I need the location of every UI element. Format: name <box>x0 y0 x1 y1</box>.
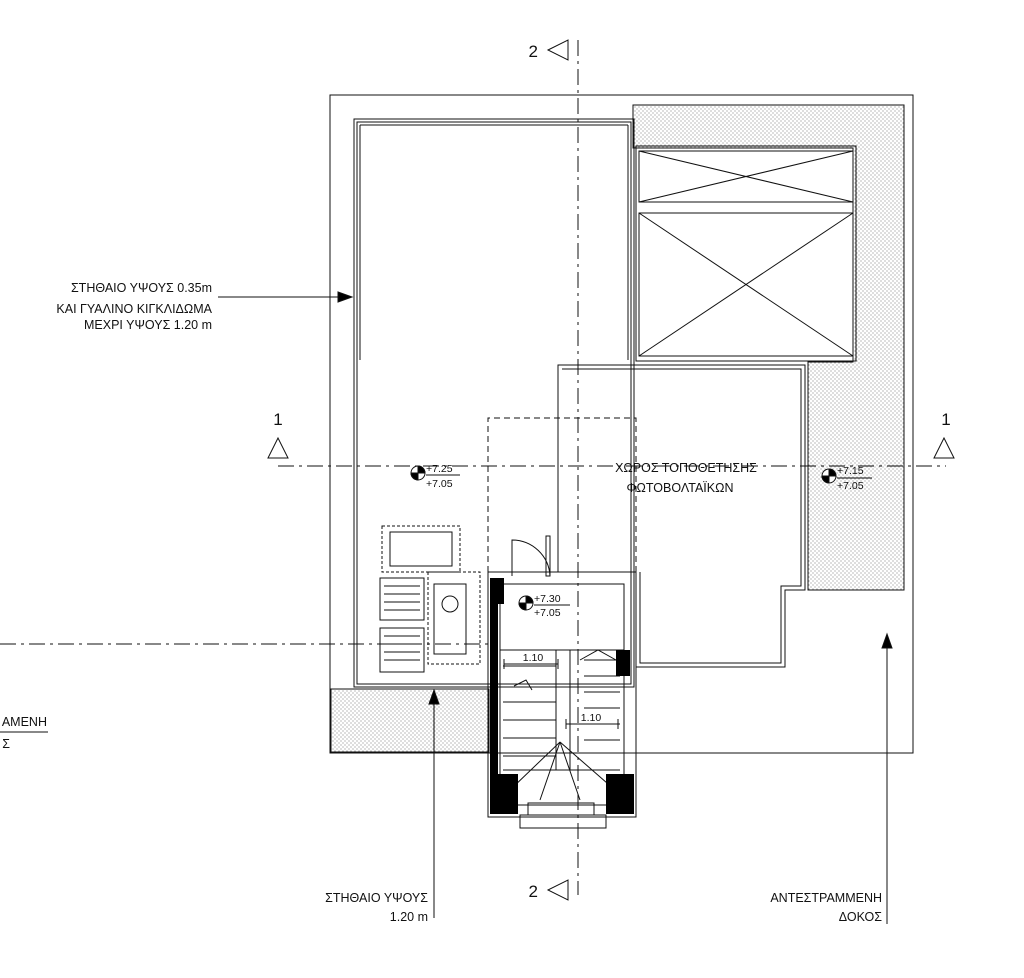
stairwell <box>487 571 637 818</box>
level-terrace-top: +7.25 <box>426 463 453 475</box>
annotation-parapet-bottom-1: ΣΤΗΘΑΙΟ ΥΨΟΥΣ <box>325 891 428 905</box>
section-2-top-arrow <box>546 39 569 61</box>
pv-area <box>557 364 806 668</box>
dimension-label-b: 1.10 <box>581 712 602 724</box>
annotation-beam-right-1: ΑΝΤΕΣΤΡΑΜΜΕΝΗ <box>770 891 882 905</box>
annotation-beam-left-1: ΑΜΕΝΗ <box>2 715 47 729</box>
stair-treads <box>500 649 624 801</box>
section-2-bottom-arrow <box>546 879 569 901</box>
annotation-beam-right-2: ΔΟΚΟΣ <box>839 910 882 924</box>
pv-area-label-1: ΧΩΡΟΣ ΤΟΠΟΘΕΤΗΣΗΣ <box>615 461 757 475</box>
annotation-beam-left-2: Σ <box>2 737 10 751</box>
level-pv-top: +7.15 <box>837 465 864 477</box>
level-marker-pv <box>821 468 872 484</box>
outdoor-furniture <box>379 525 481 673</box>
dimension-label-a: 1.10 <box>523 652 544 664</box>
level-terrace-bottom: +7.05 <box>426 478 453 490</box>
stair-door <box>511 539 551 577</box>
roof-outline <box>329 94 914 754</box>
annotation-parapet-bottom-2: 1.20 m <box>390 910 428 924</box>
annotation-parapet-glass-3: ΜΕΧΡΙ ΥΨΟΥΣ 1.20 m <box>84 318 212 332</box>
level-stair-top: +7.30 <box>534 593 561 605</box>
level-marker-stair <box>518 595 570 611</box>
annotation-parapet-glass-2: ΚΑΙ ΓΥΑΛΙΝΟ ΚΙΓΚΛΙΔΩΜΑ <box>56 302 212 316</box>
level-pv-bottom: +7.05 <box>837 480 864 492</box>
pv-frame <box>635 145 857 362</box>
hatched-beam-bottom <box>330 688 490 753</box>
hatched-beam-right <box>632 104 905 591</box>
level-marker-terrace <box>410 465 460 481</box>
section-2-bottom-label: 2 <box>529 882 538 901</box>
section-1-right-label: 1 <box>941 410 950 429</box>
section-1-right-arrow <box>933 436 955 459</box>
columns <box>490 578 634 814</box>
section-1-left-arrow <box>267 436 289 459</box>
section-2-top-label: 2 <box>529 42 538 61</box>
section-1-left-label: 1 <box>273 410 282 429</box>
level-stair-bottom: +7.05 <box>534 607 561 619</box>
annotation-parapet-glass-1: ΣΤΗΘΑΙΟ ΥΨΟΥΣ 0.35m <box>71 281 212 295</box>
pv-area-label-2: ΦΩΤΟΒΟΛΤΑΪΚΩΝ <box>627 481 734 495</box>
